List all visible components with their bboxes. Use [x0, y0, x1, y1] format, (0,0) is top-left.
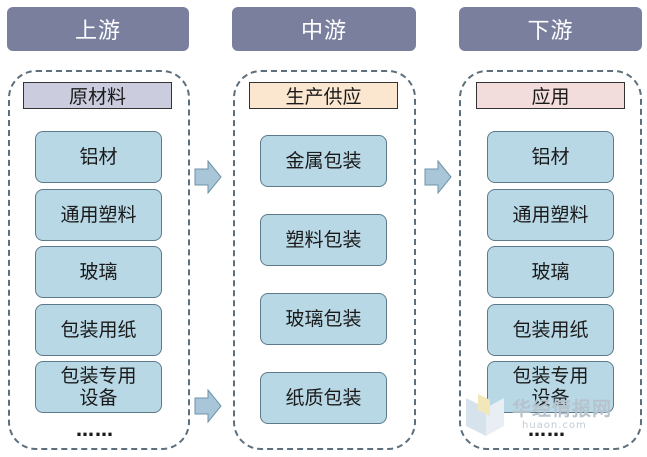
watermark-url: huaon.com	[522, 420, 587, 431]
group-label-midstream: 生产供应	[249, 82, 398, 109]
item-upstream-5: 包装专用设备	[35, 361, 162, 413]
more-downstream: ……	[528, 420, 566, 441]
watermark: 华经情报网 huaon.com	[464, 392, 644, 442]
item-upstream-3: 玻璃	[35, 246, 162, 298]
group-label-downstream: 应用	[476, 82, 625, 109]
arrow-right-icon	[424, 160, 452, 194]
group-upstream	[8, 70, 190, 450]
watermark-logo-icon	[466, 394, 504, 436]
item-midstream-3: 玻璃包装	[260, 293, 387, 345]
item-midstream-2: 塑料包装	[260, 214, 387, 266]
item-upstream-2: 通用塑料	[35, 189, 162, 241]
group-label-upstream: 原材料	[23, 82, 172, 109]
item-upstream-4: 包装用纸	[35, 304, 162, 356]
column-header-midstream: 中游	[232, 7, 416, 51]
item-downstream-2: 通用塑料	[487, 189, 614, 241]
item-upstream-1: 铝材	[35, 131, 162, 183]
group-downstream	[459, 70, 642, 450]
arrow-right-icon	[194, 389, 222, 423]
item-midstream-1: 金属包装	[260, 135, 387, 187]
more-upstream: ……	[76, 420, 114, 441]
item-downstream-5: 包装专用设备	[487, 361, 614, 413]
item-midstream-4: 纸质包装	[260, 372, 387, 424]
item-downstream-1: 铝材	[487, 131, 614, 183]
item-downstream-4: 包装用纸	[487, 304, 614, 356]
item-downstream-3: 玻璃	[487, 246, 614, 298]
group-midstream	[233, 70, 416, 450]
column-header-downstream: 下游	[459, 7, 642, 51]
watermark-name: 华经情报网	[512, 398, 613, 420]
arrow-right-icon	[194, 160, 222, 194]
column-header-upstream: 上游	[7, 7, 189, 51]
